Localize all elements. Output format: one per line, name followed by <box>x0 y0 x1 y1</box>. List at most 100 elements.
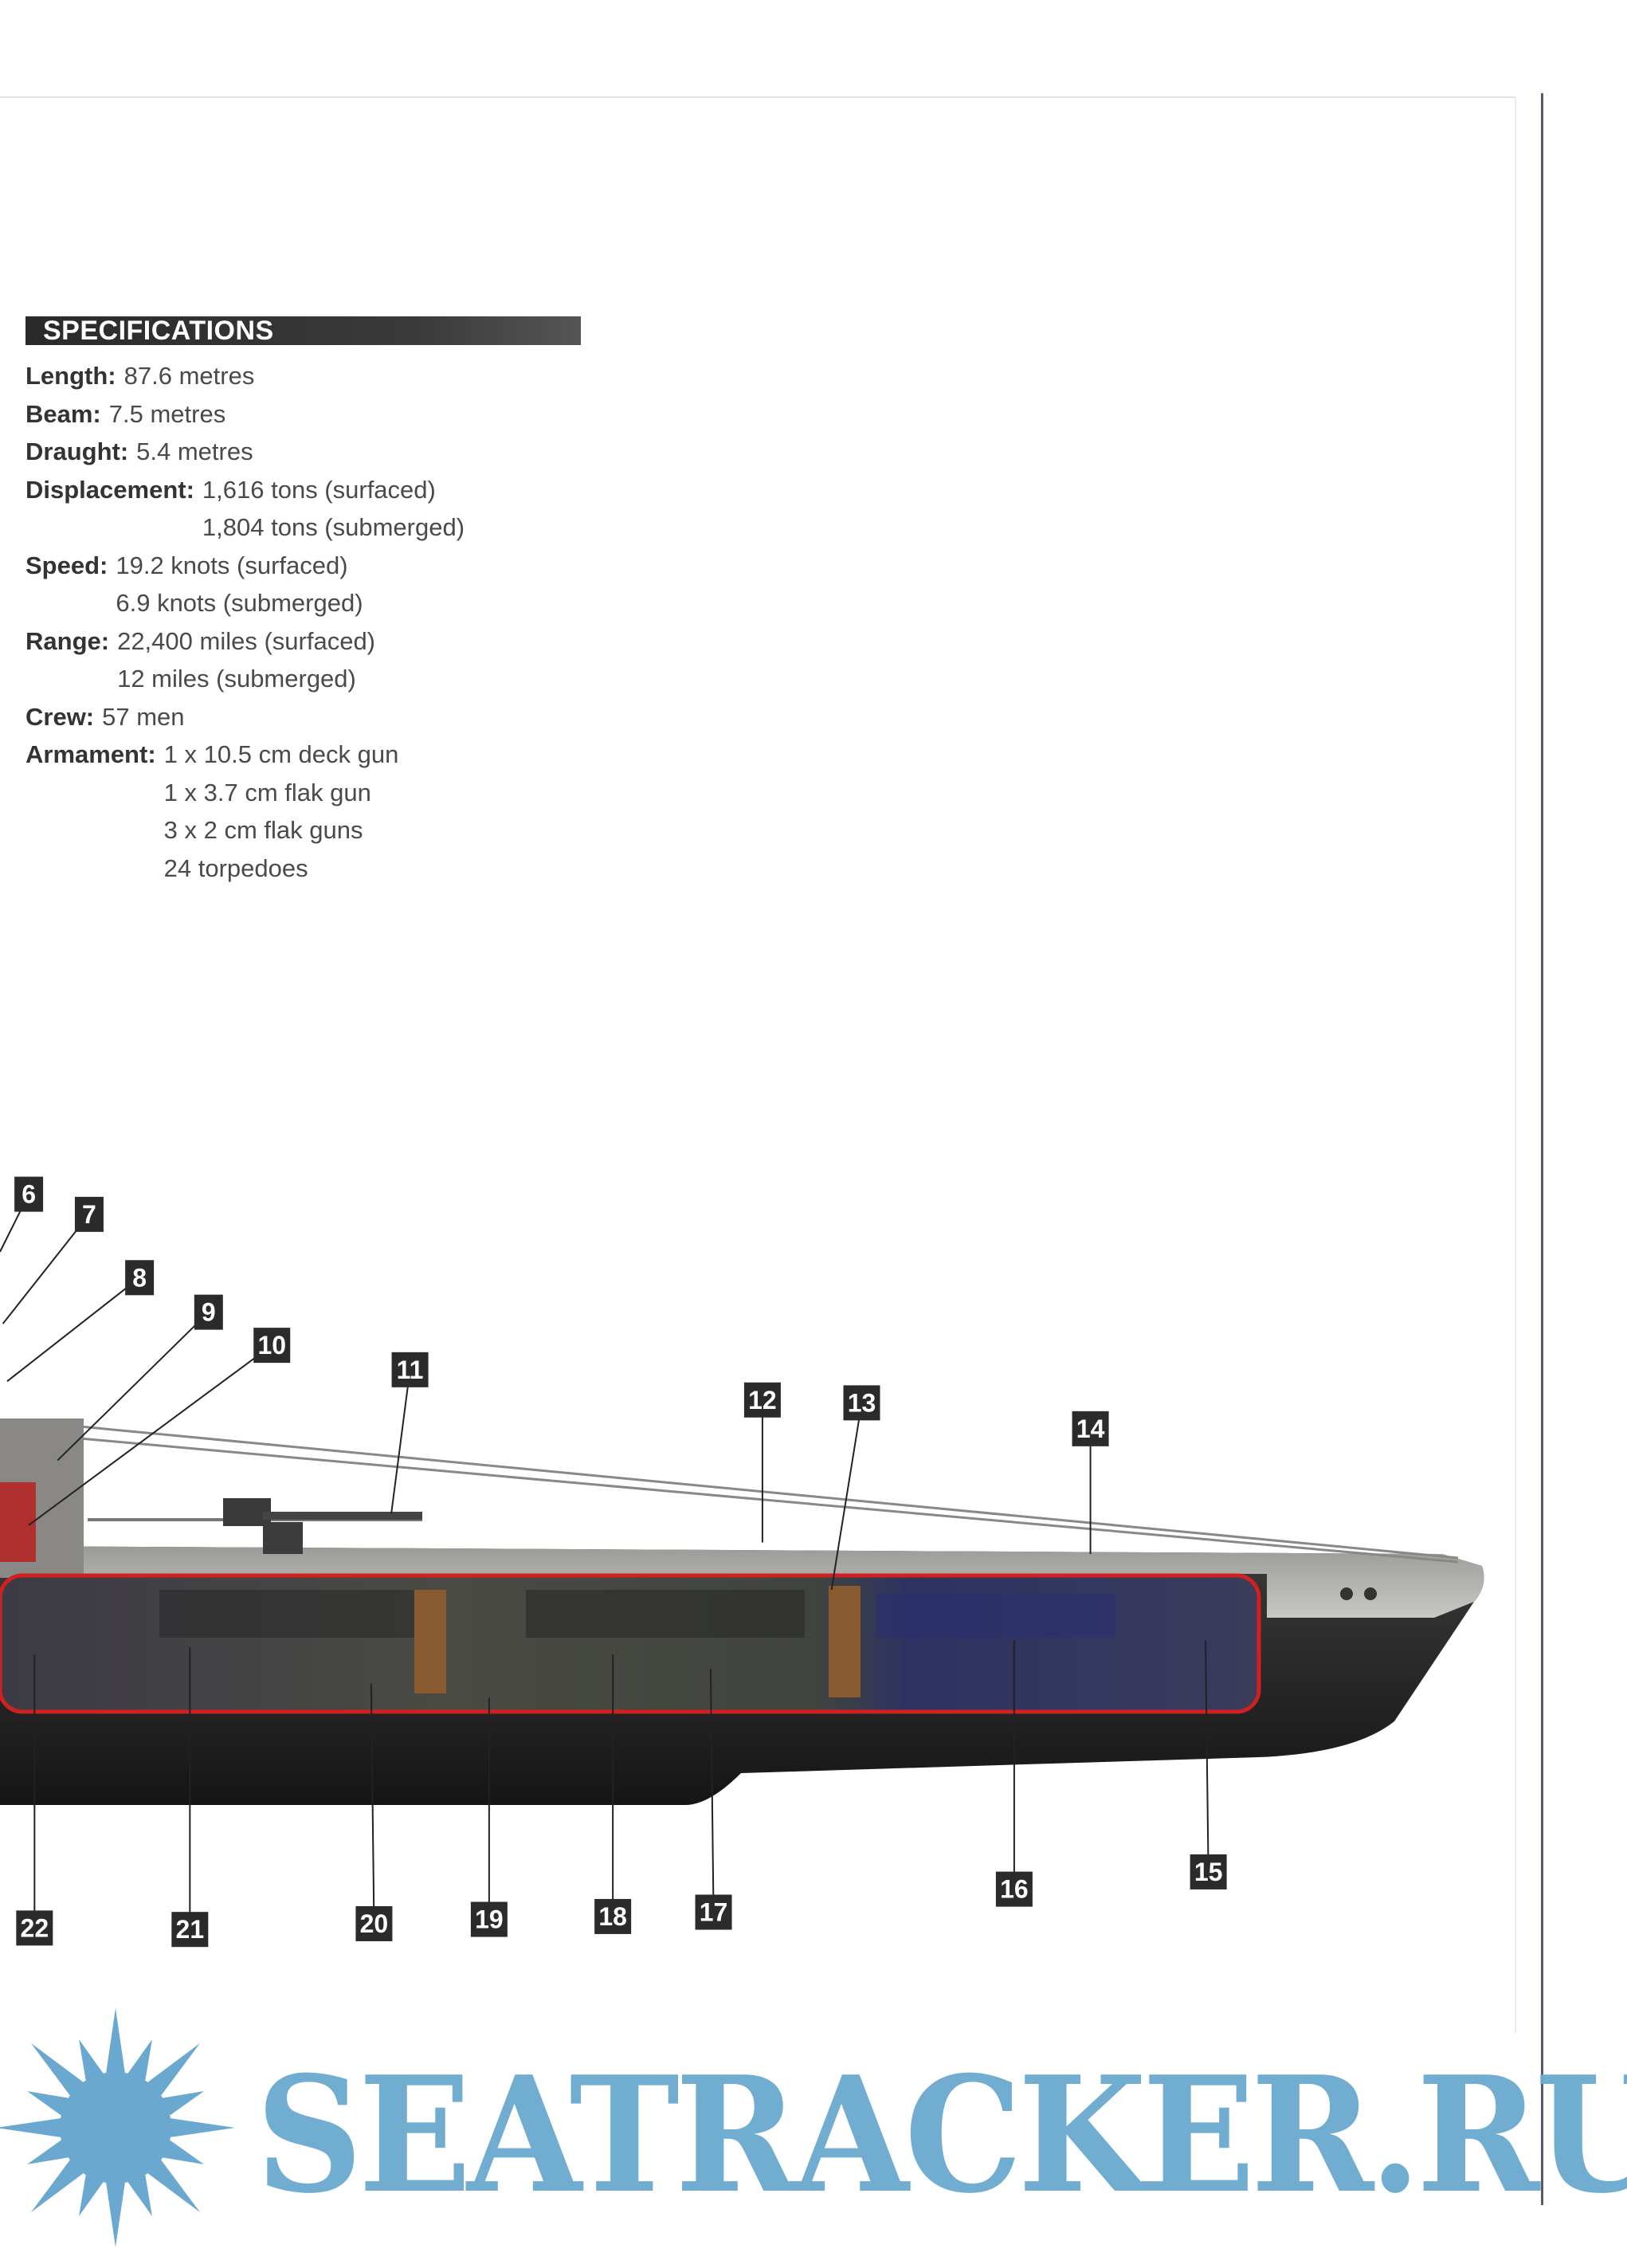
callout-22: 22 <box>16 1654 53 1946</box>
spec-value: 22,400 miles (surfaced) <box>117 626 376 655</box>
spec-value: 57 men <box>102 702 185 731</box>
callout-number: 16 <box>1000 1875 1029 1904</box>
spec-label: Draught: <box>25 438 129 465</box>
callout-leader-line <box>2 1214 90 1324</box>
spec-label: Speed: <box>25 551 108 579</box>
spec-value: 6.9 knots (submerged) <box>116 589 363 617</box>
callout-box <box>1190 1854 1227 1889</box>
callout-box <box>391 1352 429 1387</box>
callout-leader-line <box>830 1403 863 1591</box>
callout-number: 7 <box>82 1200 96 1229</box>
deck-gun <box>223 1498 422 1554</box>
spec-row: Speed: 19.2 knots (surfaced) 6.9 knots (su… <box>25 547 465 622</box>
callout-box <box>74 1196 104 1232</box>
callout-number: 11 <box>397 1356 424 1384</box>
spec-label: Range: <box>25 626 110 655</box>
callout-box <box>743 1382 781 1418</box>
callout-leader-line <box>6 1277 140 1383</box>
callout-box <box>16 1910 53 1946</box>
tower-red-panel <box>0 1482 36 1562</box>
callout-leader-line <box>370 1683 375 1924</box>
spec-value: 1,804 tons (submerged) <box>202 513 465 541</box>
callout-box <box>171 1912 209 1948</box>
spec-value: 3 x 2 cm flak guns <box>163 816 363 844</box>
spec-row: Displacement: 1,616 tons (surfaced) 1,804 … <box>25 471 465 547</box>
spec-row: Armament:1 x 10.5 cm deck gun 1 x 3.7 cm … <box>25 736 465 887</box>
callout-number: 6 <box>22 1180 36 1209</box>
callout-17: 17 <box>695 1669 732 1930</box>
callout-box <box>1072 1411 1109 1446</box>
spec-row: Length:87.6 metres <box>25 357 465 395</box>
callout-box <box>355 1905 393 1941</box>
spec-value: 1 x 3.7 cm flak gun <box>163 778 371 806</box>
spec-value: 7.5 metres <box>108 399 226 428</box>
spec-value: 5.4 metres <box>136 438 253 465</box>
callout-number: 18 <box>598 1902 627 1931</box>
callout-box <box>995 1871 1033 1907</box>
spec-row: Beam:7.5 metres <box>25 395 465 434</box>
callout-21: 21 <box>171 1647 209 1948</box>
callout-11: 11 <box>390 1352 429 1514</box>
spec-row: Draught: 5.4 metres <box>25 433 465 471</box>
callout-16: 16 <box>995 1640 1033 1907</box>
callout-box <box>695 1894 732 1930</box>
hull <box>0 1418 1484 1805</box>
callout-number: 17 <box>700 1898 728 1927</box>
spec-row: Range:22,400 miles (surfaced) 12 miles (s… <box>25 622 465 698</box>
callout-number: 8 <box>132 1263 147 1292</box>
watermark-text: SEATRACKER.RU <box>256 2042 1627 2229</box>
spec-value: 87.6 metres <box>123 362 255 390</box>
callout-19: 19 <box>470 1697 508 1937</box>
callout-box <box>470 1901 508 1937</box>
page-margin-rule <box>1515 96 1516 2033</box>
callout-9: 9 <box>57 1294 223 1462</box>
callout-number: 22 <box>21 1913 49 1942</box>
callout-12: 12 <box>743 1382 781 1543</box>
callout-leader-line <box>390 1369 411 1514</box>
callout-number: 10 <box>257 1331 286 1360</box>
spec-value: 24 torpedoes <box>163 853 308 882</box>
callout-8: 8 <box>6 1260 155 1383</box>
callout-labels: 6 7 8 9 10 11 12 13 14 15 16 17 18 19 20 21 22 <box>0 1176 1227 1948</box>
callout-box <box>843 1385 880 1421</box>
spec-value: 1,616 tons (surfaced) <box>202 475 436 504</box>
spec-value: 1 x 10.5 cm deck gun <box>163 740 399 768</box>
callout-14: 14 <box>1072 1411 1109 1554</box>
callout-7: 7 <box>2 1196 104 1324</box>
callout-leader-line <box>57 1311 210 1462</box>
spec-row: Crew:57 men <box>25 698 465 736</box>
callout-box <box>594 1898 632 1934</box>
callout-number: 9 <box>202 1298 216 1327</box>
callout-leader-line <box>28 1344 272 1526</box>
callout-20: 20 <box>355 1683 393 1941</box>
callout-leader-line <box>709 1669 715 1913</box>
jumping-wire <box>79 1425 1459 1560</box>
callout-10: 10 <box>28 1328 291 1526</box>
callout-box <box>253 1328 291 1364</box>
callout-box <box>194 1294 223 1330</box>
callout-15: 15 <box>1190 1640 1227 1889</box>
spec-value: 19.2 knots (surfaced) <box>116 551 348 579</box>
callout-box <box>14 1176 44 1212</box>
spec-label: Length: <box>25 362 116 390</box>
callout-number: 21 <box>176 1915 205 1944</box>
callout-number: 14 <box>1076 1415 1105 1443</box>
callout-leader-line <box>1205 1640 1209 1872</box>
spec-label: Displacement: <box>25 475 194 504</box>
page-edge-rule <box>1541 93 1543 2205</box>
callout-number: 15 <box>1194 1858 1223 1886</box>
callout-13: 13 <box>830 1385 880 1591</box>
page-top-rule <box>0 96 1515 98</box>
sun-logo-icon <box>0 2008 235 2247</box>
callout-6: 6 <box>0 1176 44 1253</box>
callout-number: 20 <box>360 1909 389 1938</box>
spec-label: Crew: <box>25 702 95 731</box>
spec-label: Armament: <box>25 740 156 768</box>
specifications-heading: SPECIFICATIONS <box>25 316 581 345</box>
callout-number: 12 <box>748 1386 777 1415</box>
callout-number: 13 <box>848 1388 876 1417</box>
callout-18: 18 <box>594 1654 632 1934</box>
spec-value: 12 miles (submerged) <box>117 665 356 693</box>
callout-box <box>125 1260 155 1296</box>
